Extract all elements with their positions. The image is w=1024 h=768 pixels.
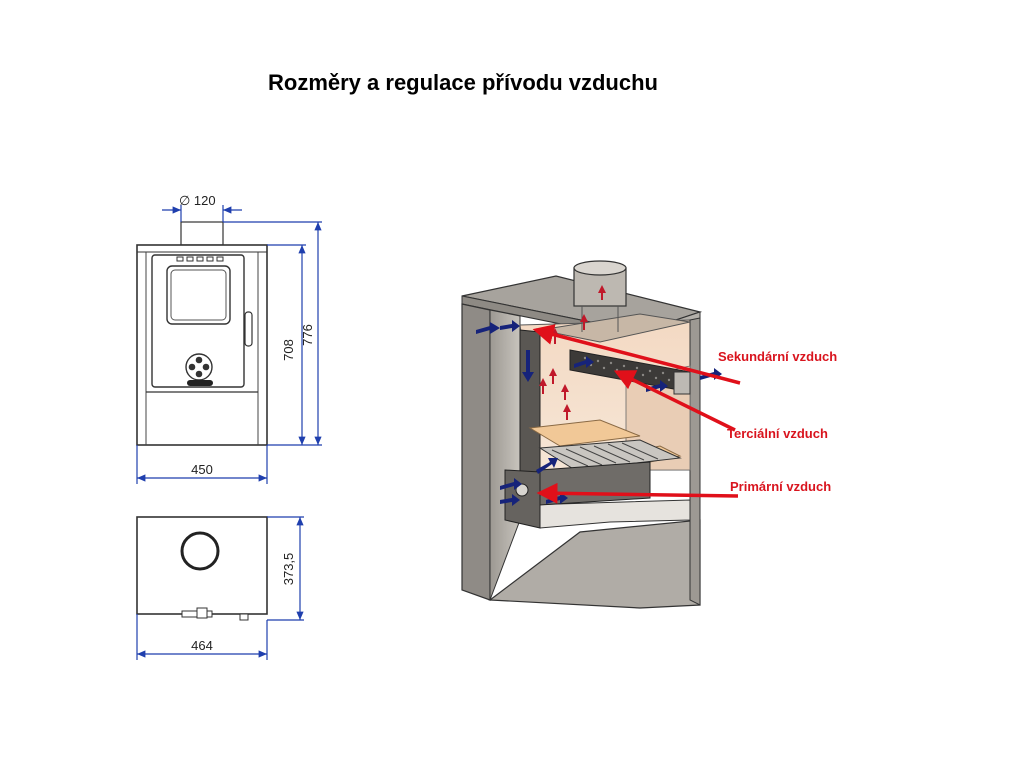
top-view: [136, 516, 268, 621]
dim-height-776: 776: [300, 324, 315, 346]
page-title: Rozměry a regulace přívodu vzduchu: [268, 70, 658, 95]
flue-opening: [180, 531, 220, 571]
dim-width-464: 464: [191, 638, 213, 653]
label-primary-air: Primární vzduch: [730, 479, 831, 494]
top-dimensions: [136, 516, 304, 660]
cutaway-illustration: [461, 260, 703, 609]
brand-plate: [187, 380, 213, 386]
door-window: [166, 265, 231, 325]
dim-height-708: 708: [281, 339, 296, 361]
label-secondary-air: Sekundární vzduch: [718, 349, 837, 364]
pointer-arrows: [532, 324, 741, 504]
front-view: [136, 221, 268, 446]
dim-width-450: 450: [191, 462, 213, 477]
front-dimensions: [136, 205, 322, 484]
label-tertiary-air: Terciální vzduch: [727, 426, 828, 441]
dim-depth-373-5: 373,5: [281, 553, 296, 586]
dim-flue-diameter: ∅ 120: [179, 193, 216, 208]
flue-pipe: [180, 221, 224, 246]
door-handle: [244, 311, 253, 347]
